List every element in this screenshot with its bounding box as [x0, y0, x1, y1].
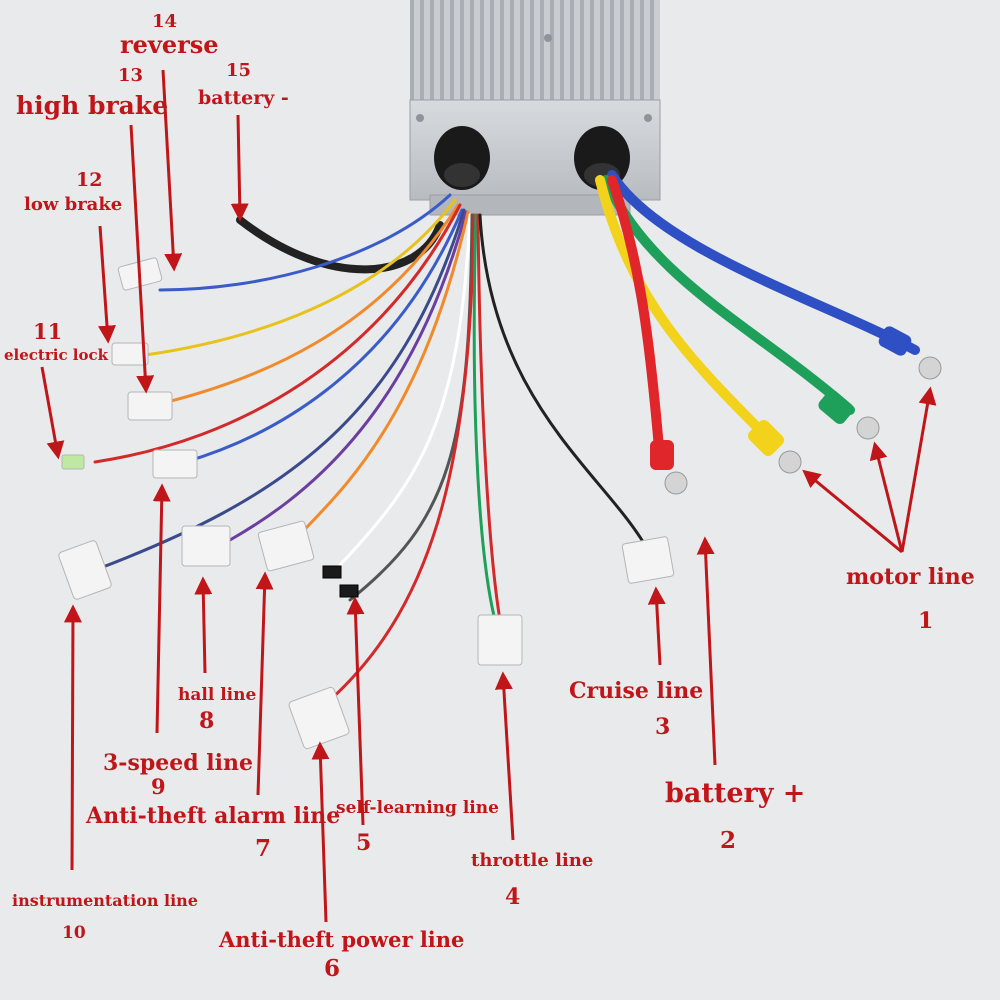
- label-motor-line: motor line: [846, 564, 975, 590]
- label-three-speed-num: 9: [151, 774, 166, 799]
- arrow-cruise: [647, 586, 666, 666]
- label-self-learning-line: self-learning line: [336, 798, 499, 818]
- connectors: [58, 257, 675, 750]
- label-electric-lock: electric lock: [4, 346, 109, 364]
- arrow-motor-1: [900, 386, 937, 553]
- arrow-instrumentation: [63, 604, 82, 871]
- label-three-speed-line: 3-speed line: [103, 750, 253, 776]
- arrow-throttle: [494, 671, 515, 841]
- arrow-battery-minus: [230, 114, 249, 222]
- label-throttle-line: throttle line: [471, 850, 594, 871]
- arrow-electric-lock: [40, 366, 65, 460]
- arrow-low-brake: [98, 225, 116, 344]
- label-antitheft-power-num: 6: [324, 955, 341, 982]
- arrow-hall: [194, 576, 213, 674]
- arrow-self-learning: [346, 596, 365, 826]
- label-battery-plus-num: 2: [720, 827, 737, 854]
- label-antitheft-alarm-num: 7: [255, 835, 272, 862]
- label-low-brake: low brake: [24, 194, 123, 215]
- wire-black-battery-minus: [236, 216, 444, 274]
- label-reverse-num: 14: [152, 11, 178, 32]
- wire-blue-motor: [607, 170, 920, 355]
- label-hall-line-num: 8: [199, 708, 215, 734]
- arrow-three-speed: [152, 483, 171, 734]
- arrow-motor-2: [869, 441, 904, 553]
- label-battery-plus: battery +: [665, 778, 806, 809]
- label-electric-lock-num: 11: [33, 319, 63, 344]
- label-antitheft-alarm-line: Anti-theft alarm line: [86, 803, 341, 829]
- wire-lugs: [650, 326, 942, 495]
- label-cruise-line-num: 3: [655, 714, 671, 740]
- label-antitheft-power-line: Anti-theft power line: [219, 927, 465, 952]
- label-high-brake: high brake: [16, 91, 169, 120]
- arrow-high-brake: [129, 124, 155, 394]
- annotation-arrows: [40, 69, 937, 923]
- label-low-brake-num: 12: [76, 169, 103, 191]
- label-battery-minus-num: 15: [226, 60, 252, 81]
- power-wires: [236, 170, 920, 465]
- label-instrumentation-line: instrumentation line: [12, 891, 198, 910]
- wire-red-battery: [607, 175, 665, 465]
- label-reverse: reverse: [120, 30, 219, 59]
- label-hall-line: hall line: [178, 685, 257, 705]
- arrow-battery-plus: [696, 536, 717, 766]
- label-motor-line-num: 1: [918, 608, 934, 634]
- arrow-antitheft-alarm: [255, 571, 274, 796]
- label-throttle-num: 4: [505, 884, 521, 910]
- arrow-antitheft-power: [311, 741, 330, 923]
- label-high-brake-num: 13: [118, 65, 144, 86]
- label-battery-minus: battery -: [198, 87, 289, 109]
- arrow-motor-3: [802, 469, 903, 554]
- label-cruise-line: Cruise line: [569, 678, 704, 704]
- arrow-reverse: [161, 69, 183, 272]
- label-instrumentation-num: 10: [62, 923, 86, 943]
- label-self-learning-num: 5: [356, 830, 372, 856]
- cable-gland-left: [434, 126, 490, 190]
- wire-yellow-motor: [595, 175, 775, 445]
- signal-wires: [93, 193, 647, 702]
